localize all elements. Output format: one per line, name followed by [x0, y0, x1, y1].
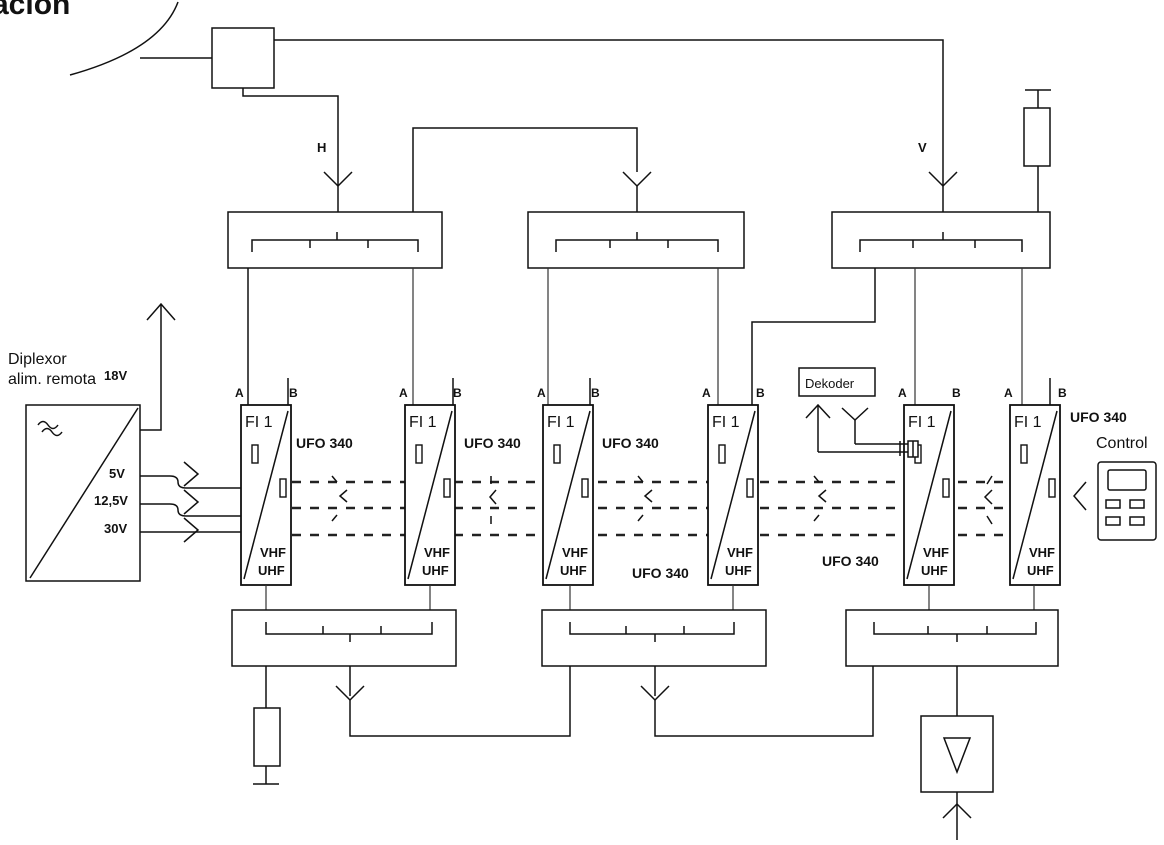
module-led-2 — [1048, 478, 1056, 498]
module-uhf-label: UHF — [258, 563, 285, 578]
dekoder-label: Dekoder — [805, 376, 855, 391]
module-vhf-label: VHF — [727, 545, 753, 560]
top-divider-3 — [831, 211, 1051, 269]
ufo-label-4: UFO 340 — [632, 565, 689, 581]
module-diagonal — [710, 410, 756, 580]
ufo-module-3: A B FI 1 VHF UHF — [537, 386, 600, 586]
port-a-label: A — [702, 386, 711, 400]
port-b-label: B — [591, 386, 600, 400]
module-fi-label: FI 1 — [1014, 414, 1042, 431]
module-diagonal — [906, 410, 952, 580]
port-b-label: B — [289, 386, 298, 400]
module-output-lines — [265, 585, 1035, 610]
port-b-label: B — [1058, 386, 1067, 400]
port-a-label: A — [235, 386, 244, 400]
module-diagonal — [545, 410, 591, 580]
module-uhf-label: UHF — [725, 563, 752, 578]
module-led-1 — [553, 444, 561, 464]
ufo-label-3: UFO 340 — [602, 435, 659, 451]
module-uhf-label: UHF — [560, 563, 587, 578]
control-label: Control — [1096, 435, 1148, 452]
module-input-lines — [247, 268, 1051, 405]
module-fi-label: FI 1 — [908, 414, 936, 431]
bottom-combiner-1 — [231, 609, 457, 667]
dekoder-connections — [805, 403, 919, 458]
module-vhf-label: VHF — [562, 545, 588, 560]
module-diagonal — [243, 410, 289, 580]
top-divider-1 — [227, 211, 443, 269]
cascade-lines — [335, 666, 874, 737]
top-divider-2 — [527, 211, 745, 269]
ufo-label-2: UFO 340 — [464, 435, 521, 451]
module-led-1 — [415, 444, 423, 464]
dekoder-box — [798, 367, 876, 397]
bottom-combiner-3 — [845, 609, 1059, 667]
ufo-module-1: A B FI 1 VHF UHF — [235, 386, 298, 586]
module-led-1 — [718, 444, 726, 464]
module-led-1 — [1020, 444, 1028, 464]
module-led-2 — [942, 478, 950, 498]
module-fi-label: FI 1 — [409, 414, 437, 431]
diplexor-label-1: Diplexor — [8, 351, 67, 368]
bus-dashed-lines — [292, 480, 1010, 537]
module-fi-label: FI 1 — [712, 414, 740, 431]
control-device — [1097, 461, 1157, 541]
ufo-module-5: A B FI 1 VHF UHF — [898, 386, 961, 586]
voltage-12v-label: 12,5V — [94, 493, 128, 508]
bus-chevrons — [331, 475, 1087, 525]
ufo-label-5: UFO 340 — [822, 553, 879, 569]
port-a-label: A — [898, 386, 907, 400]
port-b-label: B — [756, 386, 765, 400]
terminator-bottom — [253, 666, 281, 785]
voltage-30v-label: 30V — [104, 521, 127, 536]
module-vhf-label: VHF — [923, 545, 949, 560]
power-supply-lines — [140, 461, 244, 543]
ufo-module-6: A B FI 1 VHF UHF — [1004, 386, 1067, 586]
polarity-h-label: H — [317, 140, 326, 155]
module-vhf-label: VHF — [424, 545, 450, 560]
module-uhf-label: UHF — [921, 563, 948, 578]
module-uhf-label: UHF — [1027, 563, 1054, 578]
voltage-5v-label: 5V — [109, 466, 125, 481]
port-a-label: A — [1004, 386, 1013, 400]
module-led-2 — [443, 478, 451, 498]
ufo-modules: A B FI 1 VHF UHF A B FI 1 VHF UHF A B FI 1 VHF UHF A B FI… — [235, 386, 1067, 586]
polarity-v-label: V — [918, 140, 927, 155]
port-b-label: B — [952, 386, 961, 400]
module-vhf-label: VHF — [260, 545, 286, 560]
module-uhf-label: UHF — [422, 563, 449, 578]
ufo-module-4: A B FI 1 VHF UHF — [702, 386, 765, 586]
diplexor-box — [25, 404, 141, 582]
ufo-module-2: A B FI 1 VHF UHF — [399, 386, 462, 586]
lnb-box — [211, 27, 275, 89]
bottom-combiner-2 — [541, 609, 767, 667]
port-a-label: A — [399, 386, 408, 400]
heading-fragment: ación — [0, 0, 70, 21]
module-fi-label: FI 1 — [547, 414, 575, 431]
module-led-2 — [746, 478, 754, 498]
satellite-dish — [69, 1, 212, 76]
output-amplifier — [920, 666, 994, 840]
voltage-18v-label: 18V — [104, 368, 127, 383]
ufo-label-6: UFO 340 — [1070, 409, 1127, 425]
diplexor-label-2: alim. remota — [8, 371, 96, 388]
port-a-label: A — [537, 386, 546, 400]
module-fi-label: FI 1 — [245, 414, 273, 431]
module-led-1 — [251, 444, 259, 464]
ufo-label-1: UFO 340 — [296, 435, 353, 451]
module-diagonal — [1012, 410, 1058, 580]
terminator-top — [1023, 89, 1051, 212]
input-arrows — [323, 171, 958, 212]
module-diagonal — [407, 410, 453, 580]
port-b-label: B — [453, 386, 462, 400]
module-vhf-label: VHF — [1029, 545, 1055, 560]
module-led-2 — [581, 478, 589, 498]
module-led-2 — [279, 478, 287, 498]
